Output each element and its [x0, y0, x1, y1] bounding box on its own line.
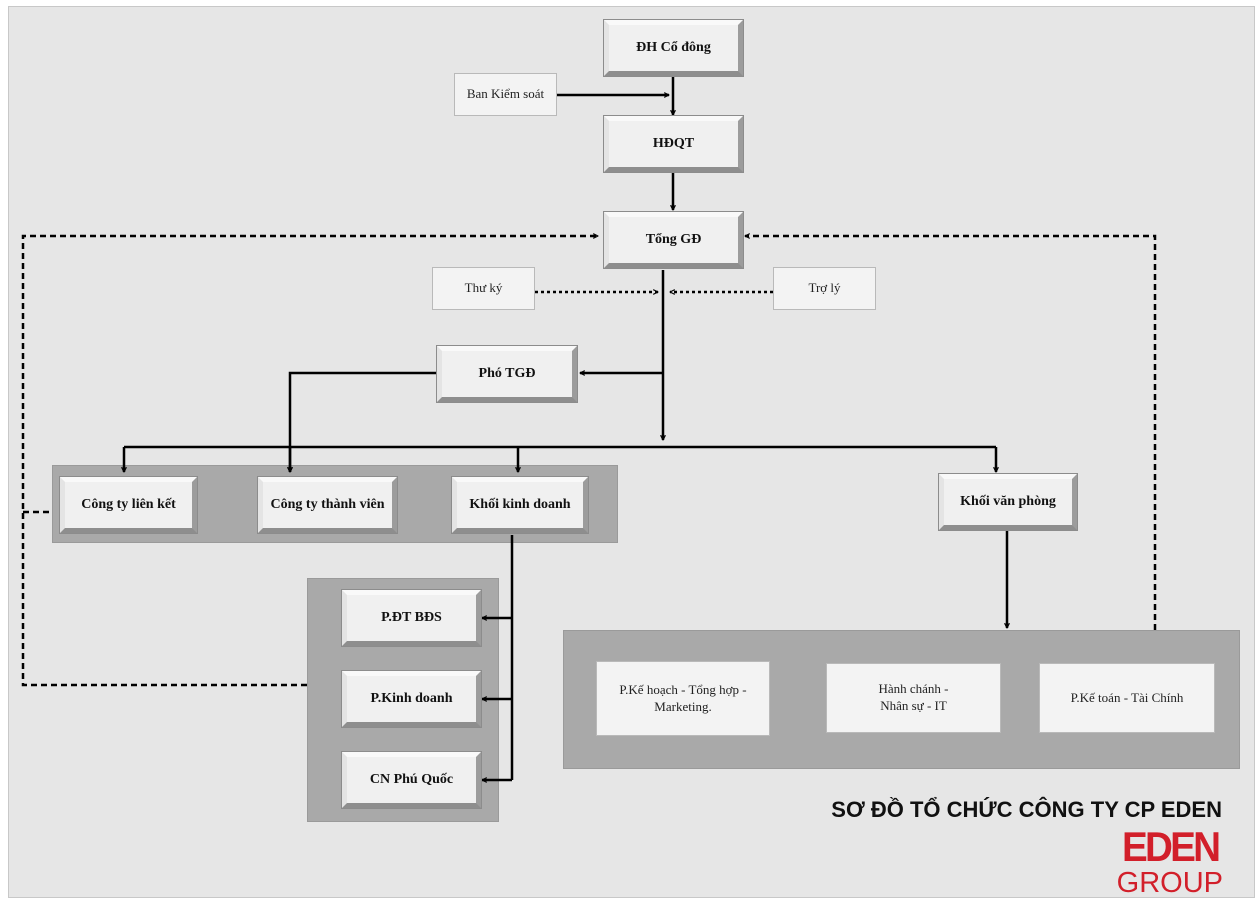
node-cong-ty-thanh-vien: Công ty thành viên [257, 476, 398, 534]
logo-group-text: GROUP [1116, 867, 1223, 899]
edge-dashed-left-feedback [21, 236, 598, 687]
node-label: Hành chánh - Nhân sự - IT [878, 681, 949, 713]
node-pho-tgd: Phó TGĐ [436, 345, 578, 403]
node-label: Thư ký [464, 280, 503, 296]
logo-eden-text: EDEN [1121, 823, 1221, 870]
eden-group-logo: EDEN GROUP [1116, 823, 1223, 899]
node-tong-gd: Tổng GĐ [603, 211, 744, 269]
node-label: Công ty thành viên [270, 497, 385, 512]
node-tro-ly: Trợ lý [773, 267, 876, 310]
chart-title: SƠ ĐỒ TỔ CHỨC CÔNG TY CP EDEN [831, 797, 1222, 822]
edge-pho-tgd-thanh-vien [290, 371, 437, 472]
node-label: Phó TGĐ [478, 366, 536, 381]
node-hanh-chanh: Hành chánh - Nhân sự - IT [826, 663, 1001, 733]
node-label: P.Kế toán - Tài Chính [1070, 689, 1184, 705]
node-p-ke-toan: P.Kế toán - Tài Chính [1039, 663, 1215, 733]
node-ban-kiem-soat: Ban Kiểm soát [454, 73, 557, 116]
node-label: HĐQT [652, 136, 695, 151]
node-p-kinh-doanh: P.Kinh doanh [341, 670, 482, 728]
node-p-dt-bds: P.ĐT BĐS [341, 589, 482, 647]
node-khoi-kinh-doanh: Khối kinh doanh [451, 476, 589, 534]
node-p-ke-hoach: P.Kế hoạch - Tổng hợp - Marketing. [596, 661, 770, 736]
edge-dashed-right-feedback [745, 236, 1157, 630]
node-label: Khối kinh doanh [469, 497, 571, 512]
node-thu-ky: Thư ký [432, 267, 535, 310]
node-hdqt: HĐQT [603, 115, 744, 173]
node-label: P.Kinh doanh [370, 691, 453, 706]
node-label: P.ĐT BĐS [381, 610, 442, 625]
node-label: CN Phú Quốc [369, 772, 454, 787]
node-label: Công ty liên kết [81, 497, 176, 512]
node-cn-phu-quoc: CN Phú Quốc [341, 751, 482, 809]
node-label: Tổng GĐ [645, 232, 702, 247]
node-label: ĐH Cổ đông [636, 40, 711, 55]
node-label: Trợ lý [808, 280, 841, 296]
node-label: Khối văn phòng [960, 494, 1056, 509]
node-khoi-van-phong: Khối văn phòng [938, 473, 1078, 531]
node-label: Ban Kiểm soát [466, 86, 545, 102]
node-cong-ty-lien-ket: Công ty liên kết [59, 476, 198, 534]
node-label: P.Kế hoạch - Tổng hợp - Marketing. [619, 681, 747, 714]
node-dh-co-dong: ĐH Cổ đông [603, 19, 744, 77]
